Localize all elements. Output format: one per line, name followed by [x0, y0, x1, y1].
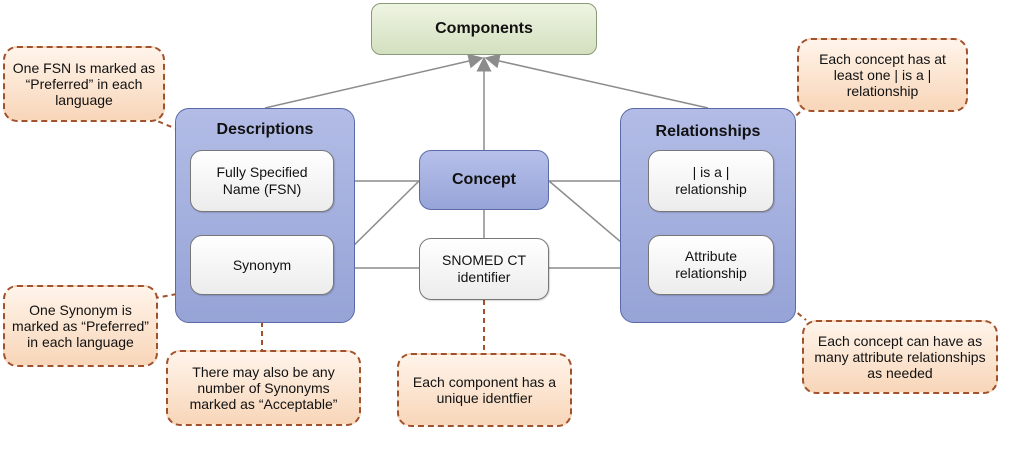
attribute-many-note-text: Each concept can have as many attribute …	[814, 333, 986, 381]
unique-identifier-note-text: Each component has a unique identfier	[412, 374, 557, 406]
synonym-acceptable-note-text: There may also be any number of Synonyms…	[189, 364, 338, 412]
fsn-preferred-note-text: One FSN Is marked as “Preferred” in each…	[12, 60, 156, 108]
isa-relationship-label: | is a | relationship	[675, 164, 747, 197]
concept-label: Concept	[452, 171, 516, 188]
attribute-note-connector	[769, 289, 807, 321]
descriptions-to-components-arrow	[264, 53, 484, 109]
fsn-label: Fully Specified Name (FSN)	[216, 164, 308, 197]
synonym-preferred-note-text: One Synonym is marked as “Preferred” in …	[12, 302, 149, 350]
synonym-node: Synonym	[190, 235, 334, 295]
attribute-relationship-node: Attribute relationship	[648, 235, 774, 295]
relationships-to-components-arrow	[484, 53, 709, 109]
fsn-preferred-note: One FSN Is marked as “Preferred” in each…	[3, 46, 165, 122]
descriptions-title: Descriptions	[216, 121, 314, 138]
components-box: Components	[371, 3, 597, 55]
isa-required-note: Each concept has at least one | is a | r…	[797, 38, 968, 112]
isa-required-note-text: Each concept has at least one | is a | r…	[819, 51, 946, 99]
attribute-many-note: Each concept can have as many attribute …	[802, 320, 998, 394]
synonym-preferred-note: One Synonym is marked as “Preferred” in …	[3, 285, 158, 367]
identifier-label: SNOMED CT identifier	[442, 252, 526, 285]
snomed-ct-identifier-node: SNOMED CT identifier	[419, 238, 549, 300]
synonym-label: Synonym	[232, 256, 292, 273]
relationships-title: Relationships	[655, 123, 761, 140]
concept-node: Concept	[419, 150, 549, 210]
unique-identifier-note: Each component has a unique identfier	[397, 353, 572, 427]
fsn-node: Fully Specified Name (FSN)	[190, 150, 334, 212]
synonym-acceptable-note: There may also be any number of Synonyms…	[166, 350, 361, 426]
attribute-relationship-label: Attribute relationship	[675, 248, 747, 281]
components-title: Components	[435, 20, 533, 37]
isa-relationship-node: | is a | relationship	[648, 150, 774, 212]
